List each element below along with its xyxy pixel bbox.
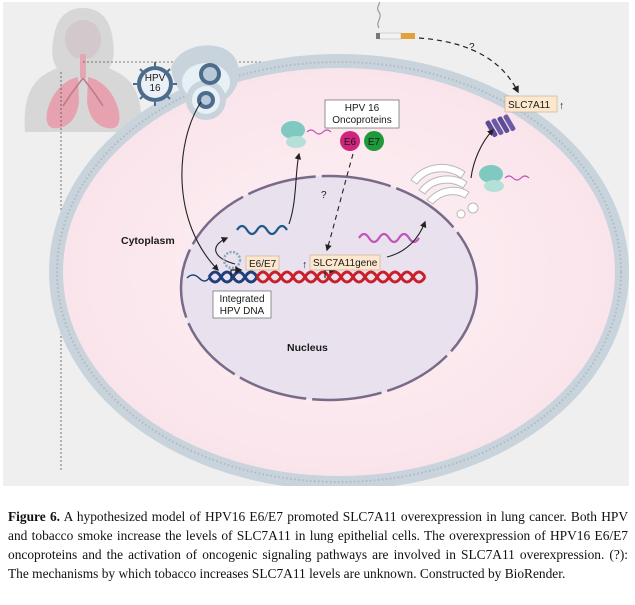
golgi-to-membrane-arrow xyxy=(470,129,494,179)
slc7a11-gene-box xyxy=(309,254,381,271)
e6e7-gene-label: E6/E7 xyxy=(249,259,277,270)
nucleus xyxy=(181,176,477,400)
ribosome-icon-right xyxy=(479,165,530,192)
integrated-dna-label-line1: Integrated xyxy=(219,294,264,305)
virus-to-dna-arrow xyxy=(181,101,219,271)
slc7a11-membrane-label: SLC7A11 xyxy=(508,100,551,111)
oncoproteins-label-line1: HPV 16 xyxy=(345,103,380,114)
question-mark-mid: ? xyxy=(321,190,327,201)
hpv-virion-icon xyxy=(199,63,221,85)
oncoproteins-to-gene-arrow xyxy=(325,153,354,252)
mrna-to-ribosome-arrow xyxy=(288,152,302,225)
hpv-virus-label-line1: HPV xyxy=(145,73,166,84)
question-mark-top: ? xyxy=(469,42,475,53)
hpv-virion-vesicle-icon xyxy=(197,91,215,109)
tobacco-to-slc7a11-arrow xyxy=(418,37,519,94)
integrated-dna-label-line2: HPV DNA xyxy=(220,306,265,317)
golgi-apparatus-icon xyxy=(410,163,479,219)
episome-dna-icon xyxy=(222,250,242,270)
e6e7-gene-box xyxy=(245,255,280,271)
slc7a11-gene-up-arrow: ↑ xyxy=(302,259,307,271)
oncoproteins-box xyxy=(324,99,400,129)
cytoplasm-label: Cytoplasm xyxy=(121,235,175,247)
ribosome-icon-left xyxy=(281,121,332,148)
slc7a11-transporter-icon xyxy=(485,114,516,138)
figure-caption: Figure 6. A hypothesized model of HPV16 … xyxy=(8,507,628,583)
hpv-virus-label-line2: 16 xyxy=(149,83,161,94)
e6e7-mrna xyxy=(236,224,288,236)
mrna-to-golgi-arrow xyxy=(386,220,427,258)
cigarette-icon xyxy=(376,2,415,40)
caption-text: A hypothesized model of HPV16 E6/E7 prom… xyxy=(8,509,629,581)
slc7a11-up-arrow: ↑ xyxy=(559,100,564,112)
slc7a11-mrna xyxy=(358,232,420,244)
figure-number: Figure 6. xyxy=(8,509,61,524)
slc7a11-gene-label: SLC7A11gene xyxy=(313,258,378,269)
human-lungs-icon xyxy=(24,8,142,132)
oncoproteins-label-line2: Oncoproteins xyxy=(332,115,391,126)
integrated-dna-box xyxy=(212,290,272,319)
slc7a11-membrane-box xyxy=(504,95,558,113)
nucleus-label: Nucleus xyxy=(287,342,328,354)
dna-to-e6e7-mrna-arrow xyxy=(215,237,236,265)
e6-protein-label: E6 xyxy=(344,137,357,148)
figure-diagram: HPV 16 ? SLC7A11 ↑ HPV 16 Oncoproteins E… xyxy=(24,2,629,486)
e7-protein-label: E7 xyxy=(368,137,381,148)
promoter-arrow-e6e7 xyxy=(230,266,243,278)
hpv-virus-icon: HPV 16 xyxy=(133,62,177,106)
e7-protein-icon xyxy=(364,131,384,151)
dna-helix xyxy=(186,270,427,284)
e6-protein-icon xyxy=(340,131,360,151)
